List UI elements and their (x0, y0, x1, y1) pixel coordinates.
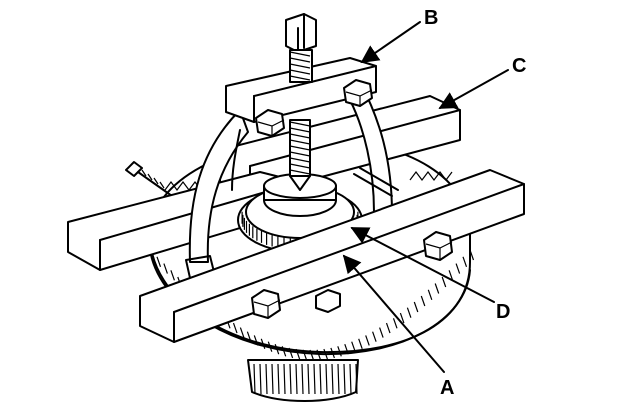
callout-label-a: A (440, 377, 454, 399)
side-bolt (125, 161, 173, 197)
hex-nut-crossbar-right (343, 79, 373, 107)
puller-crossbar-b (225, 57, 377, 191)
support-bar-d (139, 169, 525, 343)
callout-label-b: B (424, 7, 438, 29)
leader-line-c (438, 69, 509, 109)
hex-nut-crossbar-left (255, 109, 285, 137)
leader-line-d (350, 227, 495, 303)
callout-label-d: D (496, 301, 510, 323)
leader-line-a (342, 254, 445, 373)
hex-nut-gear (315, 289, 341, 313)
lower-bearing (247, 359, 359, 402)
forcing-screw (285, 13, 317, 191)
hex-nut-bar-right (423, 231, 453, 261)
leader-line-b (360, 21, 421, 64)
side-stud (353, 167, 399, 197)
callout-label-c: C (512, 55, 526, 77)
hex-nut-bar-left (251, 289, 281, 319)
